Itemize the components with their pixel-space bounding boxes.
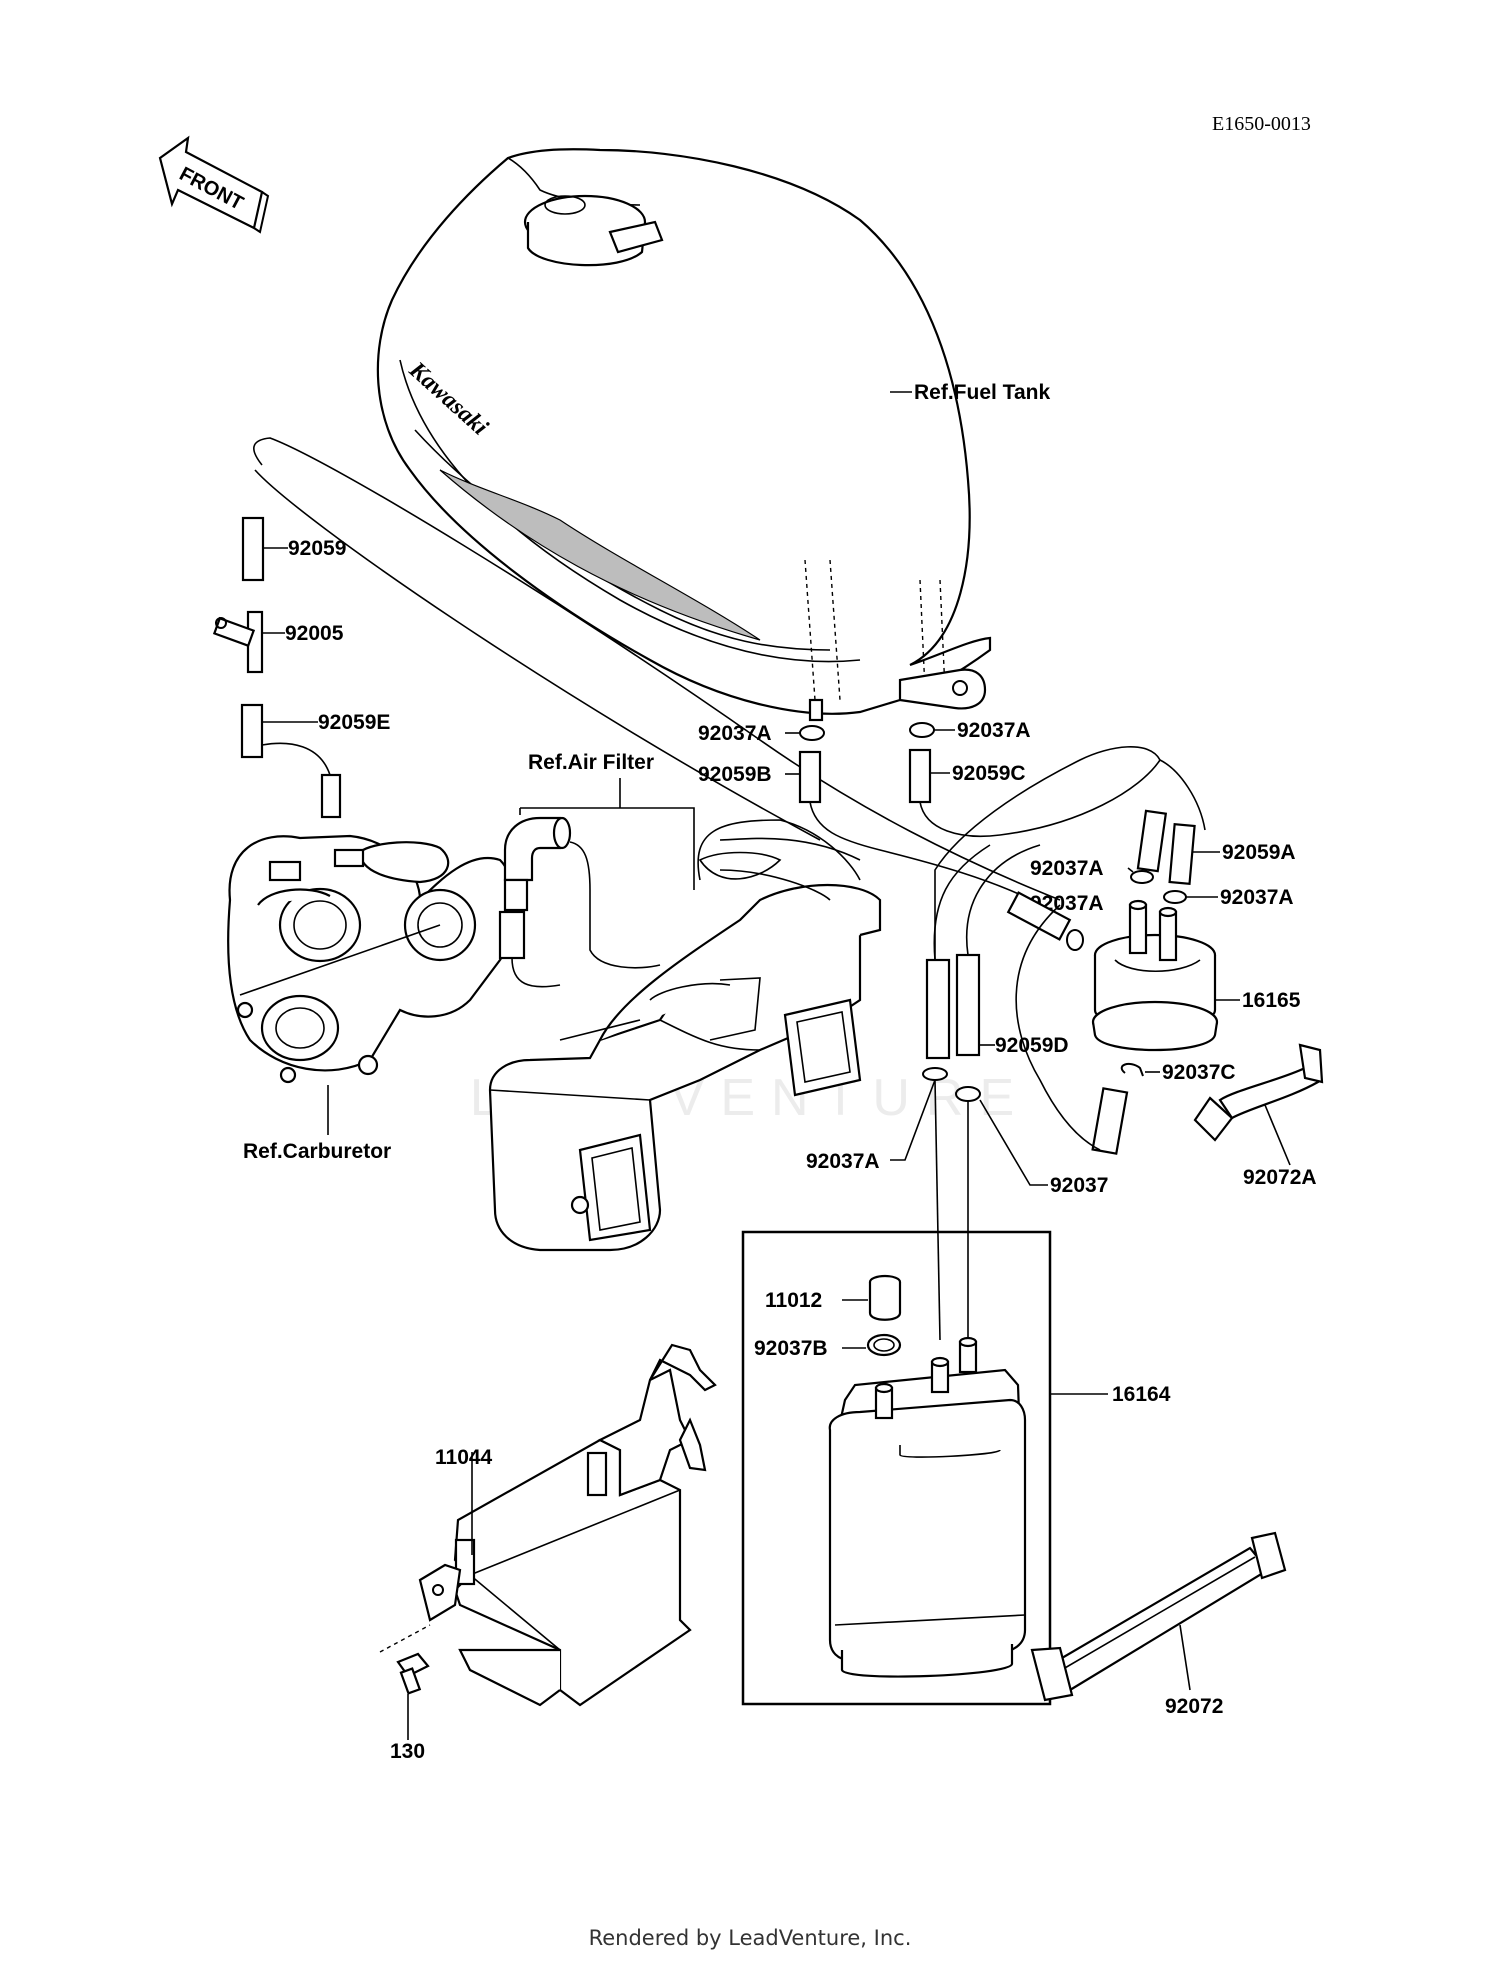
- label-92059: 92059: [288, 537, 346, 560]
- strap-92072A: [1193, 1043, 1324, 1142]
- ring-92037B: [866, 1333, 902, 1357]
- label-92037A-1: 92037A: [698, 722, 772, 745]
- bracket-11044: [418, 1343, 717, 1707]
- canister-group-box: [741, 1230, 1052, 1706]
- label-92059A: 92059A: [1222, 841, 1296, 864]
- hose-92059: [241, 516, 265, 582]
- footer-credit: Rendered by LeadVenture, Inc.: [589, 1926, 912, 1950]
- label-92059D: 92059D: [995, 1034, 1069, 1057]
- label-92037A-6: 92037A: [806, 1150, 880, 1173]
- strap-92072: [1030, 1531, 1287, 1702]
- label-92037B: 92037B: [754, 1337, 828, 1360]
- label-92005: 92005: [285, 622, 344, 645]
- ref-carburetor-label: Ref.Carburetor: [243, 1140, 391, 1163]
- clamp-92037A-pump-right: [1163, 890, 1187, 904]
- diagram-code: E1650-0013: [1212, 113, 1311, 135]
- hose-92059D-right: [955, 953, 981, 1057]
- hose-92059B: [798, 750, 822, 804]
- clamp-92037A-pump-left: [1130, 870, 1154, 884]
- ref-fuel-tank-label: Ref.Fuel Tank: [914, 381, 1050, 404]
- clamp-92037A-right: [909, 722, 935, 738]
- label-92072A: 92072A: [1243, 1166, 1317, 1189]
- fuel-pump-16165: [1091, 899, 1219, 1052]
- charcoal-canister: [828, 1336, 1027, 1678]
- label-92037C: 92037C: [1162, 1061, 1236, 1084]
- label-92059C: 92059C: [952, 762, 1026, 785]
- label-16164: 16164: [1112, 1383, 1171, 1406]
- label-92037: 92037: [1050, 1174, 1108, 1197]
- carburetor: [227, 834, 516, 1084]
- fuel-tank: Kawasaki: [376, 148, 992, 715]
- front-arrow-icon: FRONT: [158, 135, 270, 234]
- hose-92059D-left: [925, 958, 951, 1060]
- label-11044: 11044: [435, 1446, 493, 1469]
- t-fitting-92005: [212, 610, 264, 674]
- label-92059B: 92059B: [698, 763, 772, 786]
- label-92072: 92072: [1165, 1695, 1223, 1718]
- air-filter-box: [488, 819, 882, 1252]
- ref-air-filter-label: Ref.Air Filter: [528, 751, 654, 774]
- cap-11012: [868, 1274, 902, 1321]
- label-11012: 11012: [765, 1289, 822, 1312]
- tank-outlet-left: [808, 698, 824, 722]
- hose-pump-inlet: [1006, 891, 1072, 941]
- hose-92059E: [240, 703, 264, 759]
- clamp-92037A-left: [799, 725, 825, 741]
- hose-92059C: [908, 748, 932, 804]
- label-92037A-5: 92037A: [1220, 886, 1294, 909]
- hose-92059A-right: [1168, 823, 1196, 885]
- label-92037A-3: 92037A: [1030, 857, 1104, 880]
- label-92037A-2: 92037A: [957, 719, 1031, 742]
- hose-92059E-lower: [320, 773, 342, 819]
- air-filter-elbow: [498, 816, 661, 988]
- hose-92059A-left: [1136, 809, 1168, 873]
- bolt-130: [396, 1652, 430, 1695]
- label-130: 130: [390, 1740, 425, 1763]
- label-16165: 16165: [1242, 989, 1301, 1012]
- hose-92037C: [1091, 1087, 1129, 1155]
- label-92059E: 92059E: [318, 711, 390, 734]
- fuel-cap: [523, 194, 664, 267]
